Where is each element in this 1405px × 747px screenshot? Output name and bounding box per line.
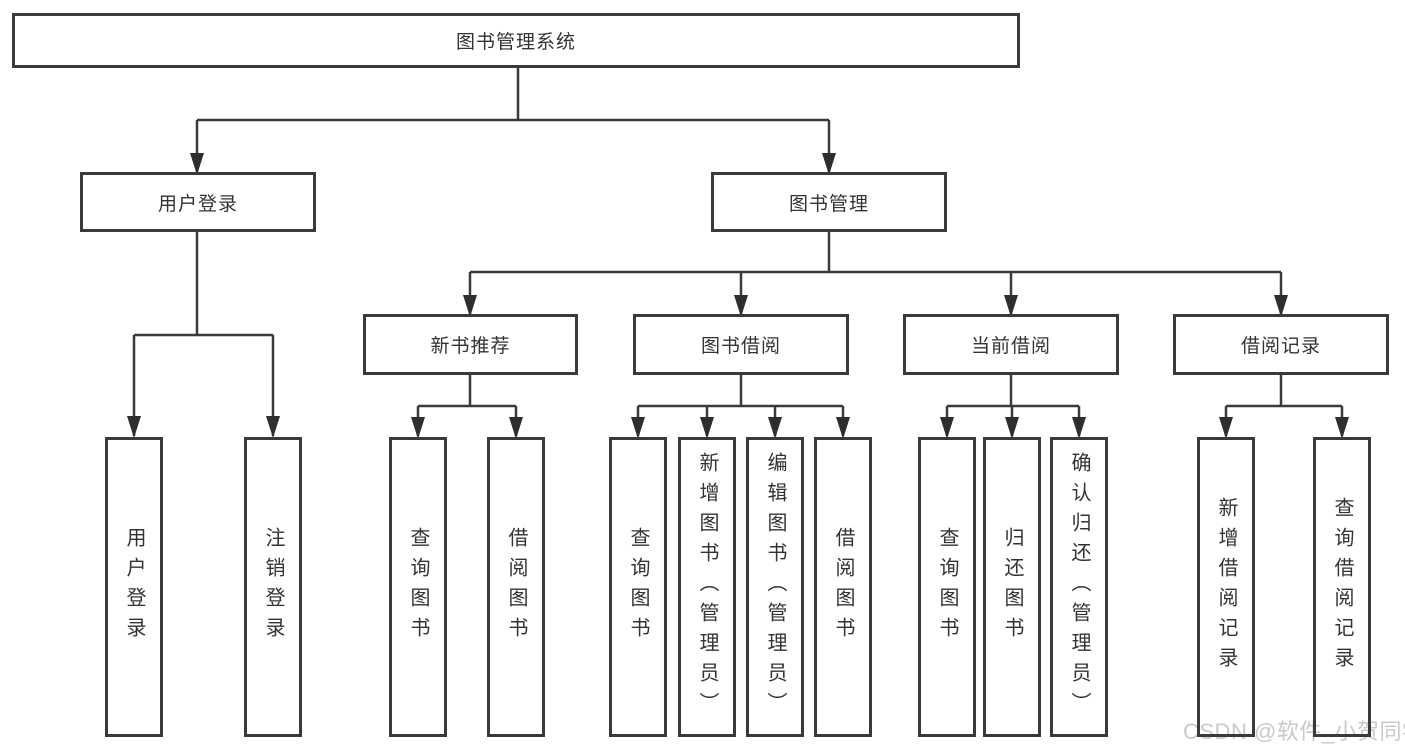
node-borrow-record: 借阅记录 [1173, 314, 1389, 375]
leaf-nb-borrow-book: 借阅图书 [487, 437, 545, 737]
leaf-bb-edit-book: 编辑图书（管理员） [746, 437, 804, 737]
leaf-cb-confirm-return: 确认归还（管理员） [1050, 437, 1108, 737]
node-book-management: 图书管理 [711, 172, 947, 232]
node-root: 图书管理系统 [12, 13, 1020, 68]
leaf-nb-query-book-label: 查询图书 [407, 527, 429, 647]
node-user-login-label: 用户登录 [157, 193, 238, 215]
node-borrow-record-label: 借阅记录 [1240, 336, 1321, 357]
node-new-book-recommend-label: 新书推荐 [430, 336, 511, 357]
leaf-br-add-record: 新增借阅记录 [1197, 437, 1255, 737]
node-new-book-recommend: 新书推荐 [363, 314, 578, 375]
leaf-user-login-label: 用户登录 [123, 527, 145, 647]
leaf-bb-query-book: 查询图书 [609, 437, 667, 737]
node-book-borrow-label: 图书借阅 [700, 336, 781, 357]
connector-paths [132, 68, 1344, 436]
leaf-nb-borrow-book-label: 借阅图书 [505, 527, 527, 647]
leaf-cb-return-book-label: 归还图书 [1001, 527, 1023, 647]
leaf-cb-query-book: 查询图书 [918, 437, 976, 737]
leaf-bb-add-book-label: 新增图书（管理员） [696, 452, 718, 722]
leaf-br-add-record-label: 新增借阅记录 [1215, 497, 1237, 677]
node-current-borrow-label: 当前借阅 [970, 336, 1051, 357]
node-book-borrow: 图书借阅 [633, 314, 849, 375]
leaf-br-query-record-label: 查询借阅记录 [1331, 497, 1353, 677]
leaf-cb-query-book-label: 查询图书 [936, 527, 958, 647]
node-user-login: 用户登录 [80, 172, 316, 232]
leaf-bb-query-book-label: 查询图书 [627, 527, 649, 647]
leaf-user-login: 用户登录 [105, 437, 163, 737]
leaf-bb-borrow-book-label: 借阅图书 [832, 527, 854, 647]
leaf-cb-confirm-return-label: 确认归还（管理员） [1068, 452, 1090, 722]
leaf-br-query-record: 查询借阅记录 [1313, 437, 1371, 737]
leaf-cb-return-book: 归还图书 [983, 437, 1041, 737]
leaf-logout-label: 注销登录 [262, 527, 284, 647]
leaf-bb-borrow-book: 借阅图书 [814, 437, 872, 737]
node-root-label: 图书管理系统 [455, 32, 576, 53]
leaf-bb-add-book: 新增图书（管理员） [678, 437, 736, 737]
leaf-bb-edit-book-label: 编辑图书（管理员） [764, 452, 786, 722]
csdn-watermark: CSDN @软件_小贺同学 [1183, 719, 1405, 744]
node-book-management-label: 图书管理 [788, 193, 869, 215]
leaf-nb-query-book: 查询图书 [389, 437, 447, 737]
leaf-logout: 注销登录 [244, 437, 302, 737]
node-current-borrow: 当前借阅 [903, 314, 1119, 375]
